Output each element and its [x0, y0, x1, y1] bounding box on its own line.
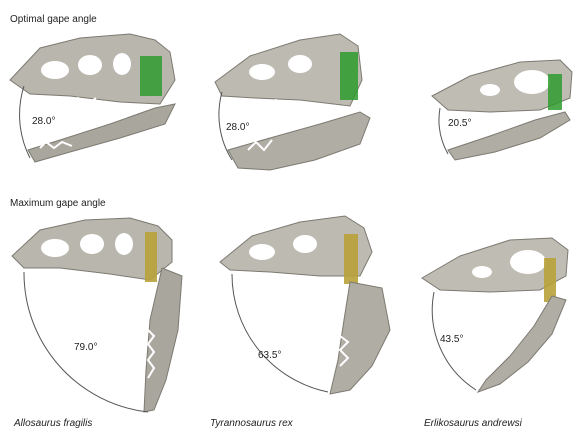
- angle-label: 28.0°: [32, 116, 55, 127]
- angle-label: 79.0°: [74, 342, 97, 353]
- jaw-muscle-optimal: [140, 56, 162, 96]
- row-title-maximum: Maximum gape angle: [10, 198, 106, 209]
- angle-label: 20.5°: [448, 118, 471, 129]
- gape-arc: [232, 274, 328, 392]
- skull-allosaurus-optimal: [10, 34, 175, 162]
- skull-trex-max: [220, 216, 390, 394]
- gape-arc: [439, 108, 448, 154]
- species-label: Allosaurus fragilis: [14, 418, 92, 429]
- species-label: Tyrannosaurus rex: [210, 418, 293, 429]
- species-label: Erlikosaurus andrewsi: [424, 418, 522, 429]
- jaw-muscle-optimal: [548, 74, 562, 110]
- skull-allosaurus-max: [12, 218, 182, 412]
- jaw-muscle-max: [544, 258, 556, 302]
- skull-trex-optimal: [215, 34, 370, 170]
- angle-label: 43.5°: [440, 334, 463, 345]
- skull-erlikosaurus-optimal: [432, 60, 572, 160]
- jaw-muscle-optimal: [340, 52, 358, 100]
- gape-arc: [20, 86, 30, 158]
- skull-erlikosaurus-max: [422, 238, 568, 392]
- jaw-muscle-max: [145, 232, 157, 282]
- jaw-muscle-max: [344, 234, 358, 284]
- angle-label: 63.5°: [258, 350, 281, 361]
- angle-label: 28.0°: [226, 122, 249, 133]
- row-title-optimal: Optimal gape angle: [10, 14, 97, 25]
